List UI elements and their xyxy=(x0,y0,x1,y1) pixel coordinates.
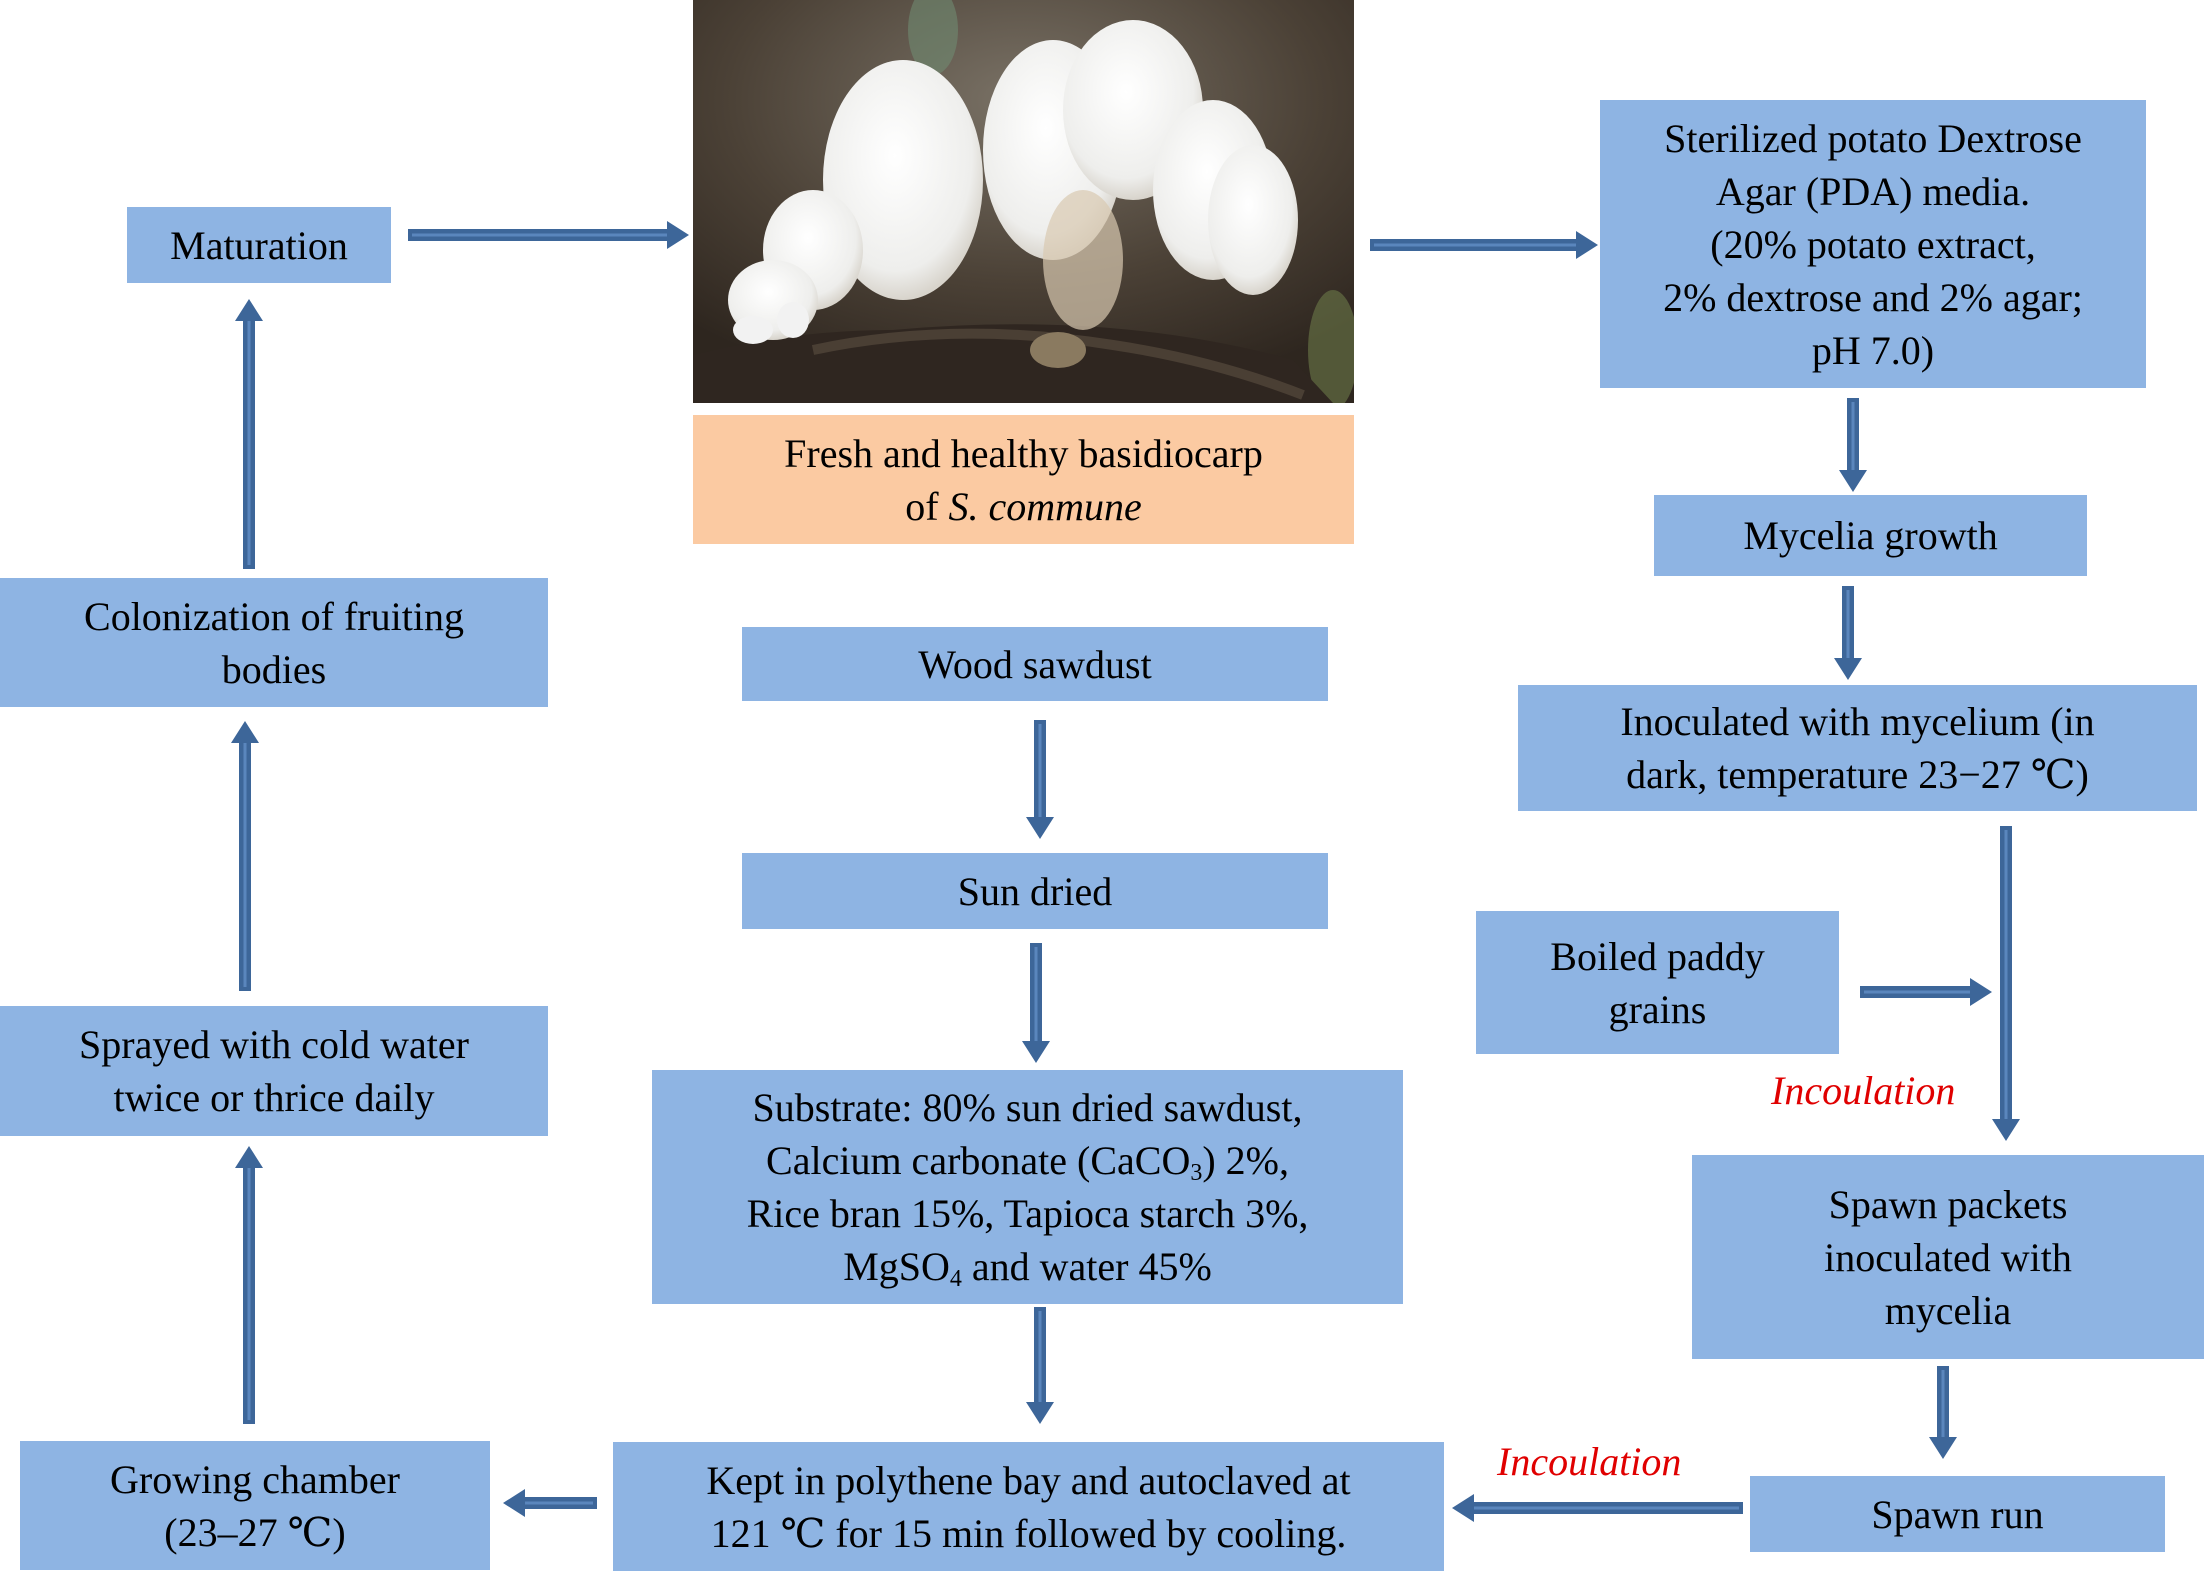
substrate-line-2: Calcium carbonate (CaCO3) 2%, xyxy=(766,1134,1289,1187)
node-pda-media-label: Sterilized potato Dextrose Agar (PDA) me… xyxy=(1663,115,2083,373)
photo-log-chip xyxy=(1030,332,1086,368)
substrate-line-4: MgSO4 and water 45% xyxy=(843,1240,1212,1293)
photo-log-bark xyxy=(811,328,1305,400)
node-spawn-run-label: Spawn run xyxy=(1871,1491,2044,1537)
node-wood-sawdust-label: Wood sawdust xyxy=(918,641,1152,687)
caption-line-2: of S. commune xyxy=(905,480,1142,533)
node-spawn-run: Spawn run xyxy=(1750,1476,2165,1552)
node-sun-dried: Sun dried xyxy=(742,853,1328,929)
node-growing-chamber: Growing chamber (23–27 ℃) xyxy=(20,1441,490,1570)
node-pda-media: Sterilized potato Dextrose Agar (PDA) me… xyxy=(1600,100,2146,388)
photo-cap xyxy=(1208,145,1298,295)
substrate-line-1: Substrate: 80% sun dried sawdust, xyxy=(752,1085,1303,1130)
node-kept-polythene-label: Kept in polythene bay and autoclaved at … xyxy=(706,1457,1351,1556)
node-kept-polythene: Kept in polythene bay and autoclaved at … xyxy=(613,1442,1444,1571)
node-maturation: Maturation xyxy=(127,207,391,283)
caption-line-1: Fresh and healthy basidiocarp xyxy=(784,430,1263,476)
node-growing-chamber-label: Growing chamber (23–27 ℃) xyxy=(110,1456,400,1555)
node-colonization: Colonization of fruiting bodies xyxy=(0,578,548,707)
node-inoculated-mycelium: Inoculated with mycelium (in dark, tempe… xyxy=(1518,685,2197,811)
inoculation-label-bottom: Incoulation xyxy=(1497,1439,1682,1484)
photo-leaf xyxy=(1308,290,1354,403)
node-spawn-packets-label: Spawn packets inoculated with mycelia xyxy=(1824,1181,2072,1333)
substrate-line-2-tail: ) 2%, xyxy=(1202,1138,1289,1183)
subscript-4: 4 xyxy=(949,1266,962,1292)
node-mycelia-growth: Mycelia growth xyxy=(1654,495,2087,576)
photo-leaf xyxy=(908,0,958,75)
substrate-line-2-text: Calcium carbonate (CaCO xyxy=(766,1138,1191,1183)
node-sprayed: Sprayed with cold water twice or thrice … xyxy=(0,1006,548,1136)
node-maturation-label: Maturation xyxy=(170,222,348,268)
node-substrate: Substrate: 80% sun dried sawdust, Calciu… xyxy=(652,1070,1403,1304)
inoculation-label-right: Incoulation xyxy=(1771,1068,1956,1113)
mushroom-photo-illustration xyxy=(693,0,1354,403)
substrate-line-4-tail: and water 45% xyxy=(961,1244,1212,1289)
subscript-3: 3 xyxy=(1190,1160,1203,1186)
node-mycelia-growth-label: Mycelia growth xyxy=(1743,513,1998,558)
photo-small-cap xyxy=(733,316,773,344)
node-sprayed-label: Sprayed with cold water twice or thrice … xyxy=(79,1022,469,1120)
node-boiled-paddy: Boiled paddy grains xyxy=(1476,911,1839,1054)
node-boiled-paddy-label: Boiled paddy grains xyxy=(1550,933,1765,1032)
photo-caption: Fresh and healthy basidiocarp of S. comm… xyxy=(693,415,1354,544)
caption-prefix: of xyxy=(905,483,949,529)
node-wood-sawdust: Wood sawdust xyxy=(742,627,1328,701)
photo-small-cap xyxy=(777,302,809,338)
node-sun-dried-label: Sun dried xyxy=(957,868,1113,914)
substrate-line-3: Rice bran 15%, Tapioca starch 3%, xyxy=(746,1191,1309,1236)
node-colonization-label: Colonization of fruiting bodies xyxy=(84,593,464,692)
photo-stem xyxy=(1043,190,1123,330)
substrate-line-4-text: MgSO xyxy=(843,1244,950,1289)
node-spawn-packets: Spawn packets inoculated with mycelia xyxy=(1692,1155,2204,1359)
photo-cap xyxy=(823,60,983,300)
basidiocarp-photo xyxy=(693,0,1354,403)
species-name: S. commune xyxy=(948,483,1142,529)
node-inoculated-mycelium-label: Inoculated with mycelium (in dark, tempe… xyxy=(1620,699,2095,797)
